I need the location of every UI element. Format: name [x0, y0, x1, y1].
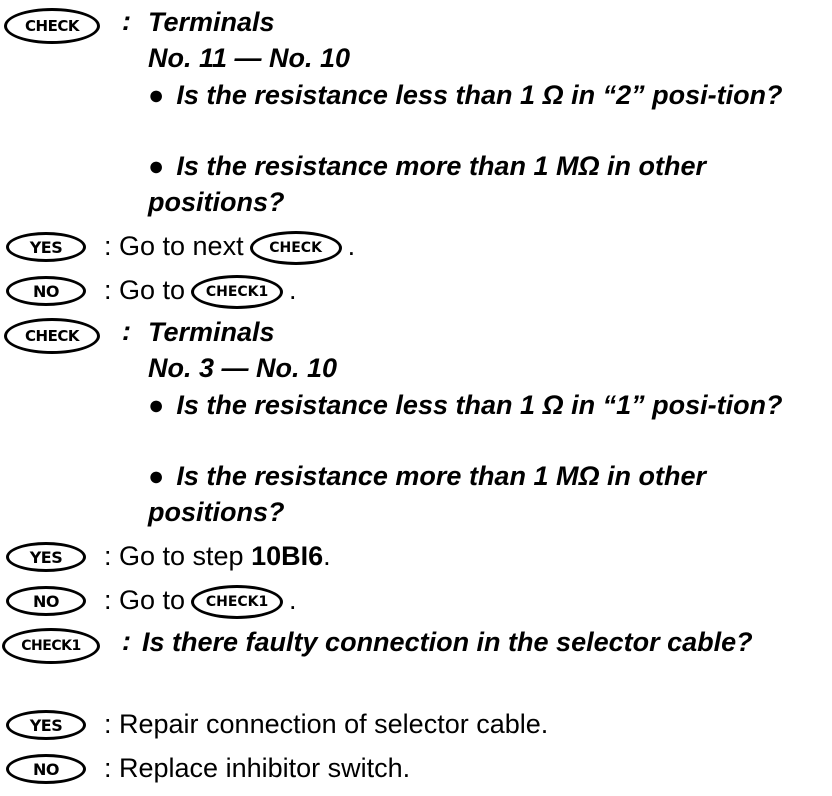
bullet-dot-icon: ●	[148, 390, 165, 420]
check1-badge: CHECK1	[191, 274, 284, 309]
bullet-item: ● Is the resistance less than 1 Ω in “2” …	[148, 77, 818, 113]
bullet-item: ● Is the resistance less than 1 Ω in “1” …	[148, 387, 818, 423]
yes-instruction: : Repair connection of selector cable.	[104, 709, 549, 739]
bullet-item: ●Is the resistance more than 1 MΩ in oth…	[148, 458, 818, 530]
yes-instruction: : Go to step 10BI6.	[104, 541, 331, 571]
terminal-pair: No. 11 — No. 10	[148, 43, 351, 73]
bullet-dot-icon: ●	[148, 80, 165, 110]
terminal-pair: No. 3 — No. 10	[148, 353, 338, 383]
terminals-heading: Terminals	[148, 317, 275, 347]
bullet-text: Is the resistance less than 1 Ω in “2” p…	[176, 80, 783, 110]
no-instruction: : Replace inhibitor switch.	[104, 753, 411, 783]
step-reference: 10BI6	[251, 541, 324, 571]
yes-badge: YES	[6, 710, 86, 740]
check1-badge: CHECK1	[191, 584, 284, 619]
question-text: Is there faulty connection in the select…	[142, 627, 753, 657]
check1-badge: CHECK1	[2, 628, 100, 664]
check-badge: CHECK	[249, 230, 342, 265]
colon: :	[122, 6, 131, 36]
no-badge: NO	[6, 754, 86, 784]
terminals-heading: Terminals	[148, 7, 275, 37]
bullet-item: ●Is the resistance more than 1 MΩ in oth…	[148, 148, 818, 220]
no-badge: NO	[6, 586, 86, 616]
colon: :	[122, 316, 131, 346]
colon: :	[122, 626, 131, 656]
bullet-text: Is the resistance more than 1 MΩ in othe…	[148, 461, 707, 527]
yes-badge: YES	[6, 232, 86, 262]
check-badge: CHECK	[4, 8, 100, 44]
yes-badge: YES	[6, 542, 86, 572]
bullet-text: Is the resistance more than 1 MΩ in othe…	[148, 151, 707, 217]
bullet-text: Is the resistance less than 1 Ω in “1” p…	[176, 390, 783, 420]
bullet-dot-icon: ●	[148, 151, 165, 181]
bullet-dot-icon: ●	[148, 461, 165, 491]
check-badge: CHECK	[4, 318, 100, 354]
no-badge: NO	[6, 276, 86, 306]
